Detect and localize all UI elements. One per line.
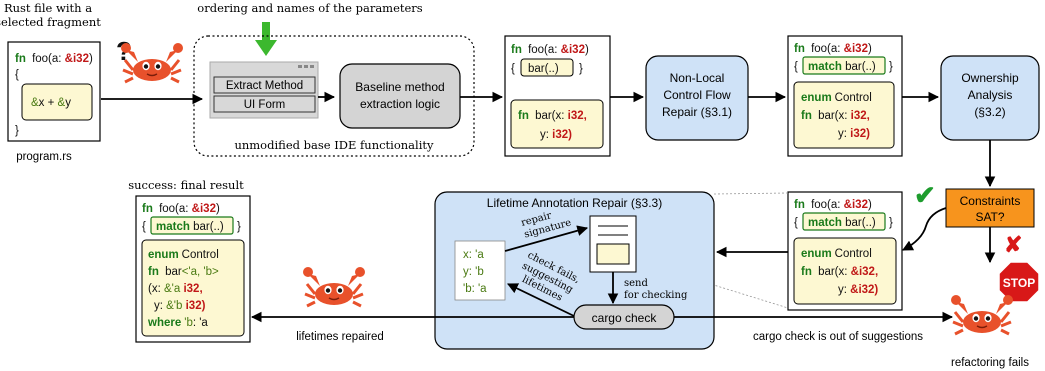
svg-text:y: &'b i32): y: &'b i32) [154,300,206,312]
svg-text:UI Form: UI Form [244,99,286,111]
extract-method-button[interactable] [213,76,316,94]
rust-file-title: Rust file with a selected fragment [0,1,101,29]
constraints-sat-box: Constraints SAT? [945,188,1035,228]
svg-text:fn foo(a: &i32): fn foo(a: &i32) [794,199,872,211]
send-for-checking-label: send for checking [624,278,688,301]
svg-text:match bar(..): match bar(..) [156,221,224,233]
program-filename: program.rs [16,151,72,163]
param-ordering-label: ordering and names of the parameters [197,1,423,15]
refactoring-fails-label: refactoring fails [951,357,1029,369]
svg-text:Control Flow: Control Flow [663,88,731,102]
svg-text:}: } [579,63,583,75]
base-ide-region [193,35,475,157]
svg-text:y: i32): y: i32) [838,128,870,140]
out-of-suggestions-label: cargo check is out of suggestions [753,331,923,343]
svg-text:fn foo(a: &i32): fn foo(a: &i32) [794,43,872,55]
svg-text:fn foo(a: &i32): fn foo(a: &i32) [142,203,220,215]
svg-text:Rust file with a: Rust file with a [4,1,92,15]
arrow-check-fails [507,283,575,317]
svg-text:x: 'a: x: 'a [463,249,484,261]
svg-text:match bar(..): match bar(..) [808,217,876,229]
success-label: success: final result [128,178,244,192]
svg-text:match bar(..): match bar(..) [808,61,876,73]
ui-form-window: Extract Method UI Form [209,61,319,119]
svg-text:y: i32): y: i32) [540,129,572,141]
svg-text:}: } [889,217,893,229]
svg-text:{: { [511,63,515,75]
svg-text:{: { [794,61,798,73]
svg-text:cargo check: cargo check [592,311,658,325]
check-icon: ✔ [914,180,936,210]
svg-text:SAT?: SAT? [975,210,1004,224]
ui-form-field[interactable] [213,95,316,113]
svg-text:Analysis: Analysis [968,88,1013,102]
svg-text:where'b: 'a: where'b: 'a [147,317,208,329]
base-ide-label: unmodified base IDE functionality [234,138,434,152]
crab-icon [301,265,367,308]
svg-text:extraction logic: extraction logic [360,97,440,111]
svg-text:fn bar(x: i32,: fn bar(x: i32, [801,110,870,122]
svg-text:}: } [237,221,241,233]
zoom-guide-top [713,192,789,195]
program-file-card: fn foo(a: &i32) { &x + &y } [7,41,101,142]
svg-text:bar(..): bar(..) [528,63,559,75]
svg-text:Baseline method: Baseline method [355,80,444,94]
svg-text:fn bar<'a, 'b>: fn bar<'a, 'b> [148,266,219,278]
svg-text:Ownership: Ownership [961,71,1019,85]
svg-text:(x: &'a i32,: (x: &'a i32, [148,283,203,295]
svg-text:'b: 'a: 'b: 'a [463,283,487,295]
svg-text:}: } [889,61,893,73]
code-card-baseline-output: fn foo(a: &i32) { bar(..) } fn bar(x: i3… [504,35,611,157]
crab-icon [949,293,1015,336]
svg-text:fn bar(x: &i32,: fn bar(x: &i32, [801,266,878,278]
svg-text:fn foo(a: &i32): fn foo(a: &i32) [15,53,93,65]
svg-text:Extract Method: Extract Method [226,80,303,92]
document-icon [589,215,637,273]
ownership-analysis-box: Ownership Analysis (§3.2) [940,55,1040,141]
cross-icon: ✘ [1004,232,1022,257]
svg-text:y: 'b: y: 'b [463,266,484,278]
svg-text:y: &i32): y: &i32) [838,284,878,296]
selected-fragment [21,83,93,121]
svg-text:STOP: STOP [1003,276,1035,290]
arrow-repair-signature [504,225,589,252]
svg-text:Constraints: Constraints [960,194,1021,208]
lifetime-constraints-note: x: 'a y: 'b 'b: 'a [454,240,506,301]
svg-text:fn bar(x: i32,: fn bar(x: i32, [518,110,587,122]
svg-text:selected fragment: selected fragment [0,15,101,29]
baseline-extraction-box: Baseline method extraction logic [339,63,461,129]
stop-sign-icon: STOP [998,261,1040,303]
cargo-check-box: cargo check [573,304,675,330]
green-down-arrow-icon [255,22,277,56]
svg-text:{: { [142,221,146,233]
svg-text:(§3.2): (§3.2) [974,105,1005,119]
arrow-sat-yes [902,207,947,251]
svg-text:fn foo(a: &i32): fn foo(a: &i32) [511,44,589,56]
svg-text:&x + &y: &x + &y [31,97,71,109]
svg-text:Repair (§3.1): Repair (§3.1) [662,105,732,119]
svg-text:Lifetime Annotation Repair (§3: Lifetime Annotation Repair (§3.3) [487,196,662,210]
svg-text:{: { [794,217,798,229]
svg-text:{: { [15,69,19,81]
lifetimes-repaired-label: lifetimes repaired [296,331,384,343]
nonlocal-control-flow-repair: Non-Local Control Flow Repair (§3.1) [645,55,749,141]
svg-text:}: } [15,125,19,137]
svg-text:Non-Local: Non-Local [670,71,725,85]
